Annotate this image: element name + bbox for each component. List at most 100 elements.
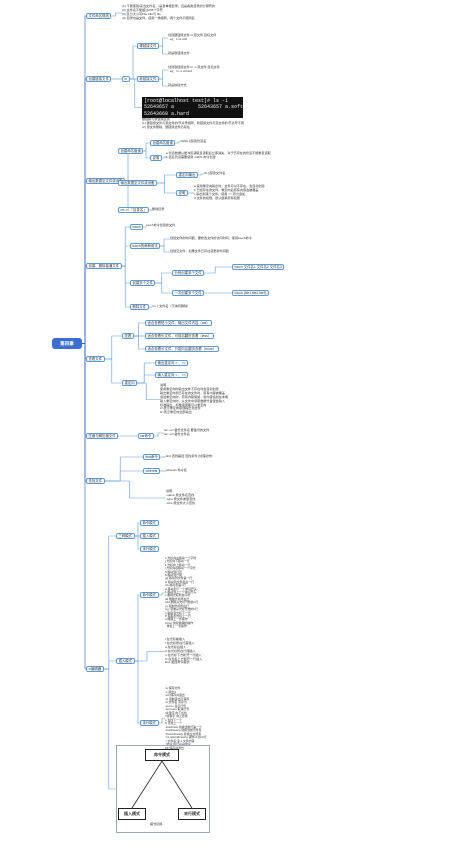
create-separately-cmd[interactable]: touch 文件名1 文件名2 文件名3 (232, 264, 285, 270)
mode-arrow (131, 760, 163, 809)
vi-insert-mode-node[interactable]: 插入模式 (116, 658, 135, 664)
connector (134, 335, 145, 350)
diagram-last-mode: 末行模式 (178, 808, 206, 820)
delete-file-node[interactable]: 删除文件 (130, 304, 149, 310)
connector (105, 480, 166, 499)
vi-cmd-mode-node[interactable]: 命令模式 (140, 592, 159, 598)
connector (155, 282, 172, 294)
root-node[interactable]: 第四章 (52, 338, 82, 349)
connector (111, 12, 122, 17)
connector (157, 174, 176, 184)
mode-arrow (161, 760, 193, 809)
connector (118, 150, 129, 182)
redirect-in[interactable]: 输入重定向 < 、<< (155, 372, 189, 378)
connector (159, 592, 165, 596)
branch-compress[interactable]: 压缩与解压缩文件 (86, 433, 119, 439)
delete-file-cmd: rm -f 文件名（不询问删除） (152, 304, 191, 308)
connector (198, 173, 204, 176)
hard-link-node[interactable]: 硬链接文件 (137, 43, 159, 49)
output-notes-node[interactable]: 说明 (176, 190, 188, 196)
connector (160, 238, 170, 247)
create-once-cmd[interactable]: touch {file1,file2,file3} (232, 290, 270, 296)
connector (82, 265, 86, 344)
pipe-notes-node[interactable]: 说明 (150, 155, 162, 161)
whereis-node[interactable]: whereis (143, 468, 160, 474)
rm-dir-node[interactable]: rm -rf 「目录名」 (118, 207, 149, 213)
output-redirect-node[interactable]: 输出数据至文件或设备 (118, 180, 157, 186)
terminal-output: [root@localhost test]# ls -i 52643657 a … (142, 97, 244, 119)
connector (159, 718, 165, 724)
branch-create-delete[interactable]: 创建、删除普通文件 (86, 263, 122, 269)
pipe-notes: a 管道数据从缓冲区读取且读取后立即消失，对于已存在的管道不能重复读取 b 匿名… (166, 151, 271, 159)
touch-node[interactable]: touch (130, 224, 144, 230)
branch-named-pipe[interactable]: 创建命名管道 (118, 148, 144, 154)
vi-cmd-mode-list: h 光标向左移动一个字符 j 光标向下移动一行 k 光标向上移动一行 l 光标向… (165, 556, 199, 629)
connector (143, 142, 150, 152)
connector (122, 226, 130, 267)
vi-last-mode-list: :w 保存文件 :q 退出vi :wq 保存并退出 :q! 强制退出不保存 :w… (165, 686, 207, 750)
connector (135, 594, 140, 662)
branch-vi[interactable]: vi编辑器 (86, 666, 104, 672)
branch-search[interactable]: 查找文件 (86, 478, 105, 484)
tar-cmd: tar -cvf 备份文件名 要备份的文件 tar -xvf 备份文件名 (164, 428, 210, 436)
redirect-node[interactable]: 重定向输出 (176, 172, 198, 178)
create-many-node[interactable]: 创建多个文件 (130, 280, 156, 286)
create-separately-node[interactable]: 分别创建多个文件 (172, 270, 205, 276)
vi-mode-cmd[interactable]: 命令模式 (140, 520, 159, 526)
find-node[interactable]: find命令 (143, 454, 161, 460)
connector (159, 69, 168, 80)
touch-usage-node[interactable]: touch的两种用法 (130, 243, 161, 249)
vi-mode-last[interactable]: 末行模式 (140, 546, 159, 552)
mkfifo-node[interactable]: 创建命名管道 (150, 140, 176, 146)
naming-rules-notes: (1) 不能使用/来当文件名，/是表单根目录，且是各类目录的分隔符的 (2) 文… (122, 4, 215, 20)
connector (137, 374, 155, 384)
search-notes: 说明 -name 按文件名查找 -type 按文件类型查找 -size 按文件大… (166, 489, 196, 505)
tar-node[interactable]: tar命令 (138, 433, 154, 439)
connector (105, 470, 143, 482)
connector (105, 335, 122, 360)
vi-mode-insert[interactable]: 插入模式 (140, 533, 159, 539)
connector (104, 668, 116, 790)
hard-link-cmd: 创建硬链接文件 ln 源文件 目标文件 eg：ln a.soft (168, 33, 217, 41)
mode-diagram (116, 745, 210, 833)
touch-usage-2: 创建空文件，如果文件已存在就更新时间戳 (170, 249, 229, 253)
create-once-node[interactable]: 一次创建多个文件 (172, 290, 205, 296)
redirect-notes: 说明 使用重定向时输出文件不存在时会自动创建 输出重定向到已存在的文件时，原有内… (160, 383, 229, 415)
connector (130, 78, 142, 108)
view-node[interactable]: 查看 (122, 333, 134, 339)
connector (157, 182, 176, 194)
soft-link-node[interactable]: 软链接文件 (137, 76, 159, 82)
connector (160, 245, 170, 253)
vi-insert-mode-list: i 在光标前插入 I 在光标所在行首插入 a 在光标后插入 A 在光标所在行尾插… (165, 637, 203, 665)
branch-naming-rules[interactable]: 文件命名规则 (86, 13, 112, 19)
touch-usage-1: 创建文件的时间戳，要修改文件的访问时间，使用touch命令 (170, 236, 252, 240)
branch-view[interactable]: 查看文件 (86, 356, 105, 362)
connector (82, 180, 86, 344)
connector (154, 432, 164, 437)
connector (143, 226, 147, 228)
whereis-cmd: whereis 命令名 (166, 468, 187, 472)
touch-note: touch命令创建新文件 (146, 223, 176, 227)
vi-last-mode-node[interactable]: 末行模式 (140, 720, 159, 726)
hard-link-note: 就是软链接文件 (168, 51, 190, 55)
connector (134, 322, 145, 337)
connector (159, 45, 168, 55)
connector (159, 37, 168, 47)
redirect-out[interactable]: 输出重定向 > 、>> (155, 360, 189, 366)
connector (135, 660, 140, 724)
ln-node[interactable]: ln (122, 76, 130, 82)
redirect-group-node[interactable]: 重定向 (122, 380, 138, 386)
view-less[interactable]: 适合查看长文件，可前后翻页查看（less） (145, 333, 214, 339)
connector (130, 45, 137, 80)
connector (175, 141, 180, 144)
connector (155, 272, 172, 284)
connector (137, 382, 160, 400)
connector (143, 150, 150, 159)
view-cat[interactable]: 适合查看短小文件，输出文件内容（cat） (145, 320, 213, 326)
view-more[interactable]: 适合查看长文件，只能向后翻页查看（more） (145, 346, 219, 352)
vi-modes-node[interactable]: 三种模式 (116, 533, 135, 539)
link-caption: 硬链接与软链接区别 (1) 硬链接文件与源文件的i节点号相同，软链接文件与源文件… (142, 117, 244, 129)
connector (204, 266, 232, 274)
branch-create-link[interactable]: 创建链接文件 (86, 76, 112, 82)
